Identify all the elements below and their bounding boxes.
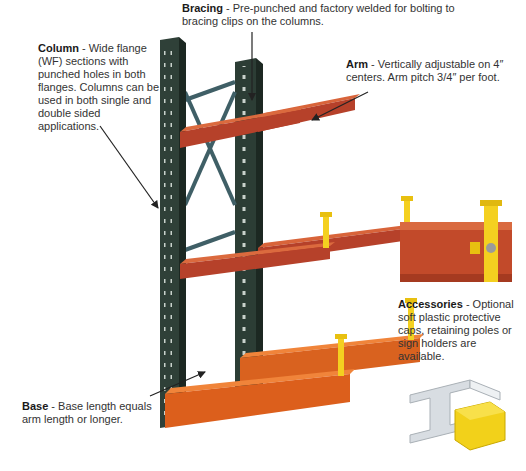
back-base (240, 298, 424, 384)
accessory-cap-image (410, 380, 505, 450)
arm-callout: Arm - Vertically adjustable on 4″ center… (346, 58, 518, 84)
back-column (235, 58, 263, 397)
bracing (185, 82, 235, 250)
part-note: - Wide flange (WF) sections with punched… (38, 42, 159, 132)
accessories-callout: Accessories - Optional soft plastic prot… (398, 298, 522, 363)
part-name: Accessories (398, 298, 463, 310)
base-callout: Base - Base length equals arm length or … (22, 400, 162, 426)
part-name: Arm (346, 58, 368, 70)
part-name: Column (38, 42, 79, 54)
part-note: - Vertically adjustable on 4″ centers. A… (346, 58, 503, 83)
part-name: Base (22, 400, 48, 412)
front-column (160, 37, 186, 428)
bracing-callout: Bracing - Pre-punched and factory welded… (182, 2, 482, 28)
part-note: - Pre-punched and factory welded for bol… (182, 2, 455, 27)
accessory-pole-image (400, 200, 512, 282)
column-callout: Column - Wide flange (WF) sections with … (38, 42, 164, 133)
front-arms (180, 106, 335, 279)
front-base (165, 334, 355, 428)
part-name: Bracing (182, 2, 223, 14)
